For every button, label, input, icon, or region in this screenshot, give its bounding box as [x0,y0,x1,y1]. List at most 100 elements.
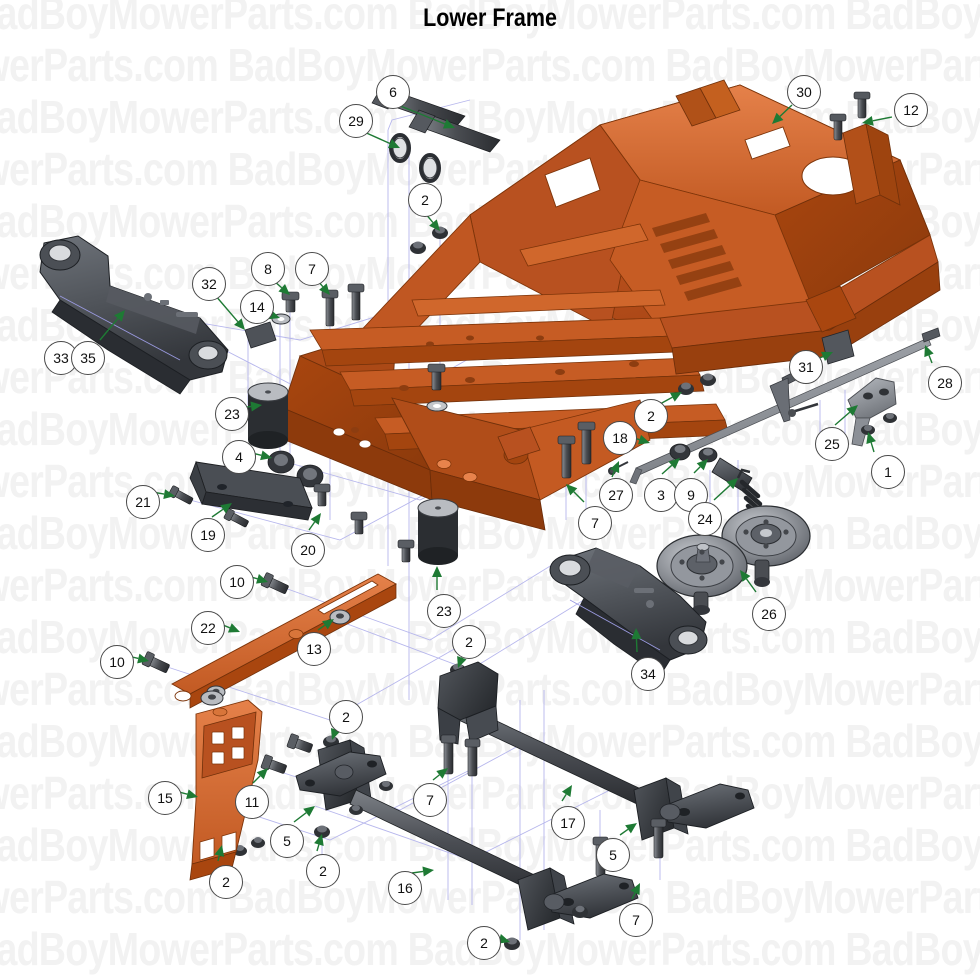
callout-arrowhead [726,478,738,490]
callout-1[interactable]: 1 [871,455,905,489]
callout-leader-line [928,354,933,364]
callout-29[interactable]: 29 [339,104,373,138]
callout-6[interactable]: 6 [376,75,410,109]
callout-arrowhead [668,458,680,470]
callout-7[interactable]: 7 [413,783,447,817]
callout-13[interactable]: 13 [297,632,331,666]
callout-arrowhead [114,310,125,322]
callout-leader-line [619,828,629,836]
callout-31[interactable]: 31 [789,350,823,384]
callout-arrowhead [696,459,708,471]
callout-arrowhead [214,845,225,857]
callout-23[interactable]: 23 [427,594,461,628]
callout-arrowhead [260,450,272,461]
callout-5[interactable]: 5 [270,824,304,858]
callout-leader-line [693,466,701,474]
callout-8[interactable]: 8 [251,252,285,286]
callout-arrowhead [220,503,232,514]
callout-26[interactable]: 26 [752,597,786,631]
callout-leader-line [317,624,326,631]
callout-20[interactable]: 20 [291,533,325,567]
callout-arrowhead [772,112,784,124]
callout-22[interactable]: 22 [191,611,225,645]
callout-arrowhead [669,392,682,402]
callout-10[interactable]: 10 [100,645,134,679]
callout-2[interactable]: 2 [306,854,340,888]
callout-leader-line [561,793,567,802]
callout-35[interactable]: 35 [71,341,105,375]
callout-7[interactable]: 7 [619,903,653,937]
callout-7[interactable]: 7 [578,506,612,540]
callout-arrowhead [322,619,334,630]
callout-leader-line [432,774,440,781]
callout-leader-line [252,775,261,784]
callout-arrowhead [432,566,442,577]
callout-arrowhead [631,628,642,640]
callout-7[interactable]: 7 [295,252,329,286]
callout-leader-line [713,484,731,501]
callout-arrowhead [846,405,858,416]
callout-leader-line [745,578,757,593]
callout-10[interactable]: 10 [220,565,254,599]
callout-30[interactable]: 30 [787,75,821,109]
callout-arrowhead [498,934,510,944]
callout-arrowhead [303,806,315,817]
callout-leader-line [872,116,893,122]
callout-5[interactable]: 5 [596,838,630,872]
callout-arrowhead [422,866,434,877]
callout-leader-line [834,411,851,426]
callout-arrowhead [740,570,751,582]
callout-24[interactable]: 24 [688,502,722,536]
callout-arrowhead [278,283,290,295]
callout-arrowhead [234,318,245,330]
callout-11[interactable]: 11 [235,785,269,819]
callout-14[interactable]: 14 [240,290,274,324]
callout-arrowhead [137,653,149,664]
callout-arrowhead [314,834,324,846]
callout-leader-line [308,521,316,531]
callout-arrowhead [250,401,262,412]
callout-arrowhead [163,489,175,500]
callout-17[interactable]: 17 [551,806,585,840]
callout-2[interactable]: 2 [408,183,442,217]
callout-arrowhead [457,655,467,668]
callout-leader-line [99,318,119,341]
callout-34[interactable]: 34 [631,657,665,691]
callout-12[interactable]: 12 [894,93,928,127]
callout-2[interactable]: 2 [329,700,363,734]
callout-23[interactable]: 23 [215,397,249,431]
callout-4[interactable]: 4 [222,440,256,474]
callout-arrowhead [820,351,833,362]
callout-arrowhead [638,434,650,445]
callout-arrowhead [566,484,578,496]
callout-19[interactable]: 19 [191,518,225,552]
callout-leader-line [217,855,221,862]
callout-arrowhead [186,789,198,800]
callout-arrowhead [625,823,637,834]
callout-18[interactable]: 18 [603,421,637,455]
callout-leader-line [211,508,224,518]
callout-leader-line [611,470,616,478]
callout-arrowhead [866,432,876,444]
callout-arrowhead [256,574,268,584]
callout-2[interactable]: 2 [209,865,243,899]
callout-2[interactable]: 2 [467,926,501,960]
callout-arrowhead [310,513,321,525]
callout-25[interactable]: 25 [815,427,849,461]
callout-leader-line [779,104,793,117]
callout-16[interactable]: 16 [388,871,422,905]
callout-leader-line [870,442,875,453]
callout-28[interactable]: 28 [928,366,962,400]
callout-leader-line [635,638,638,653]
callout-2[interactable]: 2 [452,625,486,659]
callout-21[interactable]: 21 [126,485,160,519]
callout-leader-line [316,844,320,852]
callout-arrowhead [319,283,330,295]
callout-27[interactable]: 27 [599,478,633,512]
callout-3[interactable]: 3 [644,478,678,512]
callout-arrowhead [561,785,572,797]
callout-32[interactable]: 32 [192,267,226,301]
callout-2[interactable]: 2 [634,399,668,433]
callout-15[interactable]: 15 [148,781,182,815]
